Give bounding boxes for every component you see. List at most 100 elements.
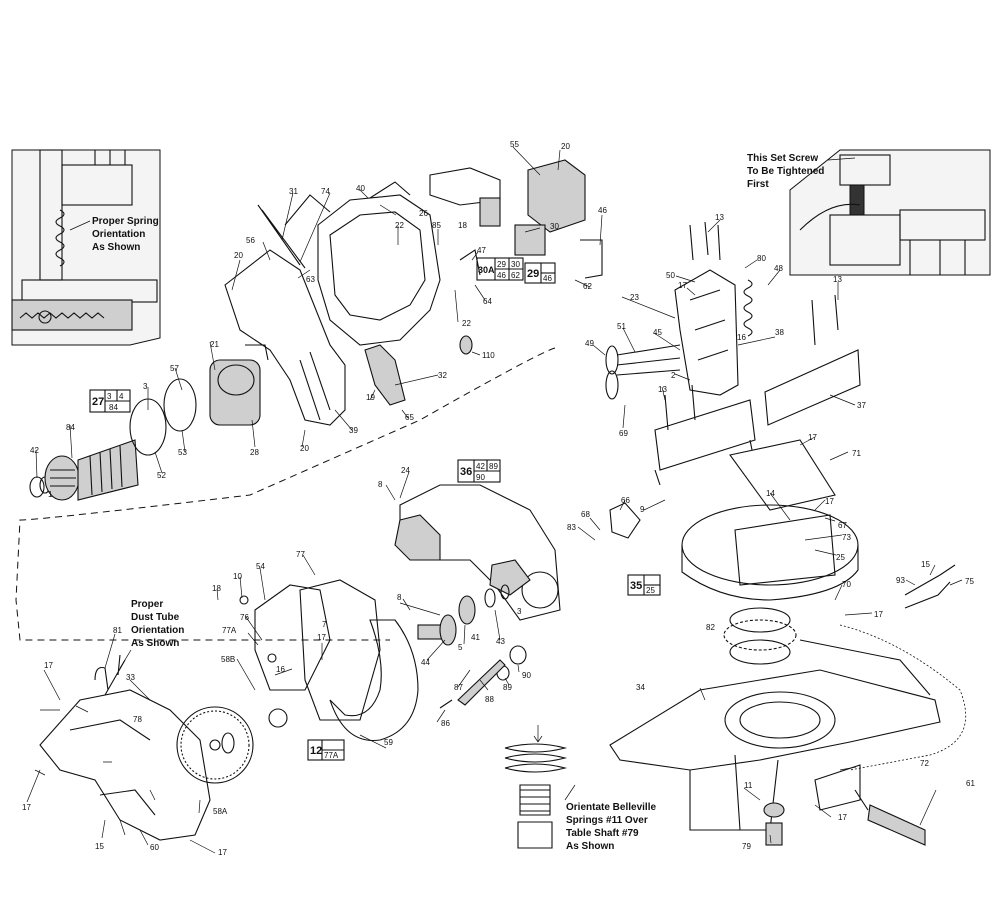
part-label: 69 <box>619 429 628 438</box>
turntable <box>681 504 859 586</box>
part-label: 8 <box>397 593 402 602</box>
part-label: 90 <box>522 671 531 680</box>
part-label: 68 <box>581 510 590 519</box>
kit-box-36: 36 42 89 90 <box>457 459 501 483</box>
switch-assembly <box>257 159 603 355</box>
part-label: 78 <box>133 715 142 724</box>
fence-left <box>654 399 756 471</box>
dusttube-note-line1: Proper <box>131 599 163 610</box>
belleville-note-line2: Springs #11 Over <box>566 815 648 826</box>
box-35-main: 35 <box>630 580 642 592</box>
part-label: 41 <box>471 633 480 642</box>
part-label: 52 <box>157 471 166 480</box>
part-label: 17 <box>874 610 883 619</box>
part-label: 11 <box>744 781 753 790</box>
turntable-base <box>609 504 956 846</box>
part-label: 24 <box>401 466 410 475</box>
part-label: 8 <box>378 480 383 489</box>
box-30a-c: 46 <box>497 271 506 280</box>
part-label: 54 <box>256 562 265 571</box>
leader-lines <box>26 146 963 854</box>
spring-coil <box>55 209 65 267</box>
part-label: 62 <box>583 282 592 291</box>
part-label: 14 <box>766 489 775 498</box>
part-label: 38 <box>775 328 784 337</box>
part-label: 16 <box>737 333 746 342</box>
part-label: 58A <box>213 807 228 816</box>
part-label: 72 <box>920 759 929 768</box>
dusttube-note-line4: As Shown <box>131 638 179 649</box>
part-label: 33 <box>126 673 135 682</box>
part-label: 37 <box>857 401 866 410</box>
part-label: 43 <box>496 637 505 646</box>
part-label: 13 <box>658 385 667 394</box>
switch-housing <box>527 159 586 233</box>
part-label: 39 <box>349 426 358 435</box>
guard-plates <box>239 579 419 742</box>
part-label: 77 <box>296 550 305 559</box>
part-label: 48 <box>774 264 783 273</box>
spring-48 <box>743 279 753 337</box>
part-label: 1 <box>48 490 53 499</box>
part-label: 2 <box>671 371 676 380</box>
fence-right <box>764 349 861 426</box>
part-label: 87 <box>454 683 463 692</box>
part-label: 17 <box>678 281 687 290</box>
field-coil <box>209 359 261 426</box>
part-label: 15 <box>921 560 930 569</box>
part-label: 73 <box>842 533 851 542</box>
lower-guard <box>329 619 419 742</box>
part-label: 22 <box>395 221 404 230</box>
switch <box>514 224 546 256</box>
part-label: 26 <box>419 209 428 218</box>
fence-assembly <box>654 349 861 511</box>
belleville-note-line4: As Shown <box>566 841 614 852</box>
handle-61 <box>867 804 926 846</box>
part-label: 16 <box>276 665 285 674</box>
part-label: 45 <box>653 328 662 337</box>
kit-box-12: 12 77A <box>307 739 345 761</box>
part-label: 17 <box>317 633 326 642</box>
part-label: 5 <box>458 643 463 652</box>
part-label: 13 <box>715 213 724 222</box>
part-label: 81 <box>113 626 122 635</box>
part-label: 67 <box>838 521 847 530</box>
part-label: 18 <box>458 221 467 230</box>
part-label: 66 <box>621 496 630 505</box>
box-12-a: 77A <box>324 751 339 760</box>
box-27-c: 84 <box>109 403 118 412</box>
part-label: 110 <box>482 351 495 360</box>
spring-note-line3: As Shown <box>92 242 140 253</box>
part-label: 63 <box>306 275 315 284</box>
part-label: 3 <box>143 382 148 391</box>
kit-box-29: 29 46 <box>524 262 556 284</box>
belleville-note-line3: Table Shaft #79 <box>566 828 639 839</box>
assembly-dashed-path <box>15 347 556 641</box>
part-label: 22 <box>462 319 471 328</box>
part-label: 34 <box>636 683 645 692</box>
part-label: 58B <box>221 655 235 664</box>
box-36-a: 42 <box>476 462 485 471</box>
part-label: 56 <box>246 236 255 245</box>
part-label: 80 <box>757 254 766 263</box>
part-label: 31 <box>289 187 298 196</box>
belleville-springs: Orientate Belleville Springs #11 Over Ta… <box>504 725 656 852</box>
part-label: 17 <box>838 813 847 822</box>
part-label: 28 <box>250 448 259 457</box>
part-label: 17 <box>44 661 53 670</box>
box-30a-d: 62 <box>511 271 520 280</box>
spring-note-line2: Orientation <box>92 229 145 240</box>
part-label: 49 <box>585 339 594 348</box>
dusttube-note-line2: Dust Tube <box>131 612 180 623</box>
part-label: 71 <box>852 449 861 458</box>
part-label: 83 <box>567 523 576 532</box>
part-label: 47 <box>477 246 486 255</box>
part-label: 85 <box>432 221 441 230</box>
part-label: 15 <box>95 842 104 851</box>
box-30a-main: 30A <box>478 265 495 275</box>
part-label: 44 <box>421 658 430 667</box>
box-30a-b: 30 <box>511 260 520 269</box>
part-label: 17 <box>218 848 227 857</box>
part-label: 10 <box>233 572 242 581</box>
armature <box>77 439 139 501</box>
